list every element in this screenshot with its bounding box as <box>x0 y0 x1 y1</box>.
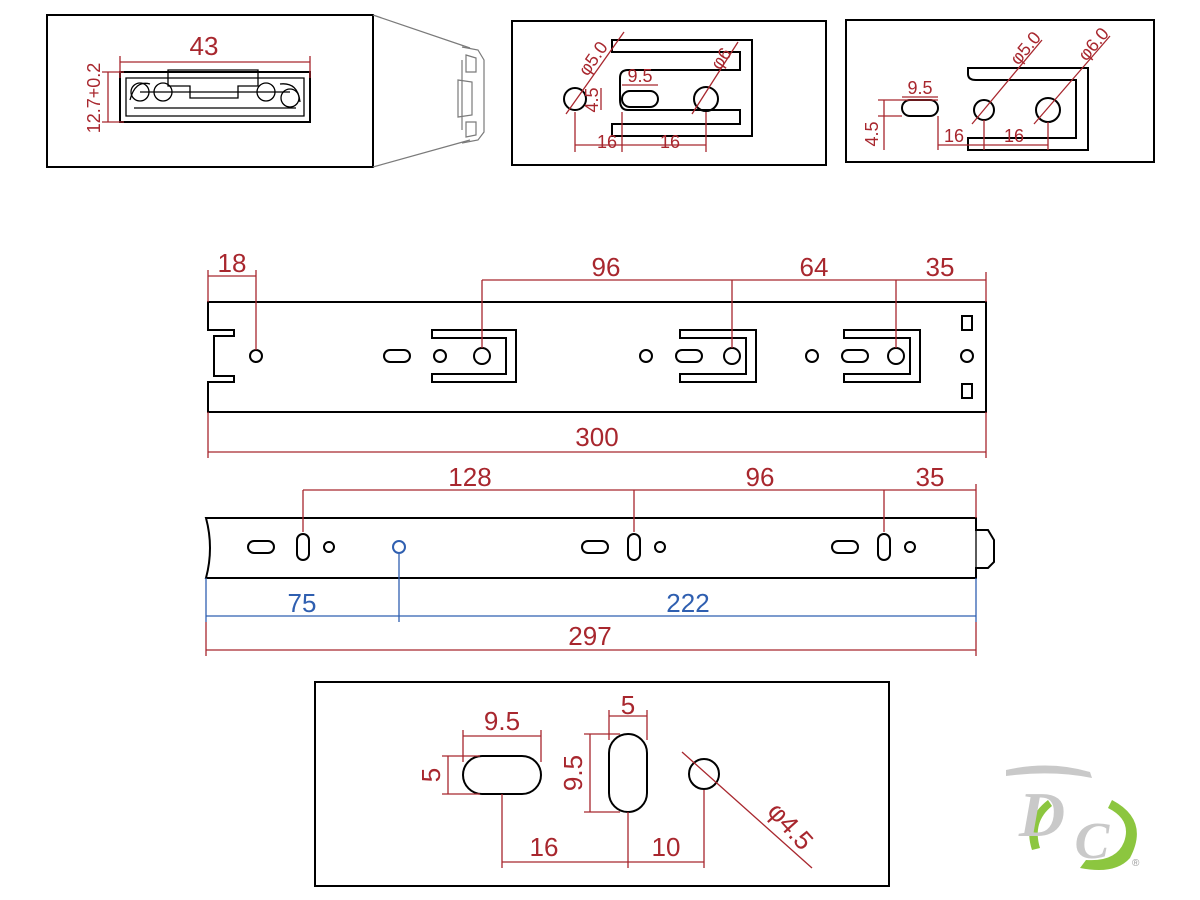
slot-b-width-label: 9.5 <box>907 78 932 98</box>
slot-a-gap2-label: 16 <box>660 132 680 152</box>
logo-text: D <box>1018 779 1065 850</box>
slot-detail-b: 9.5 4.5 16 16 φ5.0 φ6.0 <box>845 19 1155 163</box>
drawer-d3-label: 35 <box>916 462 945 492</box>
hole-detail-frame <box>314 681 890 887</box>
hole-gap1-label: 16 <box>530 832 559 862</box>
dc-logo: D C ® <box>1006 765 1140 871</box>
cabinet-length-label: 300 <box>575 422 618 452</box>
cabinet-d1-label: 18 <box>218 248 247 278</box>
hole-slot-h-label: 5 <box>416 768 446 782</box>
hole-detail: 9.5 5 5 9.5 16 10 φ4.5 <box>314 681 890 887</box>
slot-detail-a: 16 16 9.5 4.5 φ5.0 φ6 <box>511 20 827 166</box>
round-hole <box>688 758 720 790</box>
slot-b-gap2-label: 16 <box>1004 126 1024 146</box>
cabinet-d3-label: 64 <box>800 252 829 282</box>
hole-slot-w-label: 9.5 <box>484 706 520 736</box>
slot-b-height-label: 4.5 <box>862 121 882 146</box>
oblong-slot <box>621 90 659 108</box>
slot-detail-a-frame <box>511 20 827 166</box>
drawer-rail: 128 96 35 75 222 297 <box>204 462 995 656</box>
slot-a-gap1-label: 16 <box>597 132 617 152</box>
profile-width-label: 43 <box>190 31 219 61</box>
drawer-d1-label: 128 <box>448 462 491 492</box>
logo-registered-mark: ® <box>1132 858 1140 869</box>
drawer-rail-outline <box>204 517 995 579</box>
hole-gap2-label: 10 <box>652 832 681 862</box>
profile-cross-section <box>119 69 311 123</box>
svg-text:C: C <box>1075 813 1111 870</box>
hole-6mm <box>693 86 719 112</box>
cabinet-d2-label: 96 <box>592 252 621 282</box>
profile-detail: 43 12.7+0.2 <box>46 14 485 168</box>
slot-a-width-label: 9.5 <box>627 66 652 86</box>
profile-side-view <box>457 46 485 144</box>
drawer-length-label: 297 <box>568 621 611 651</box>
hole-vslot-h-label: 9.5 <box>558 755 588 791</box>
cabinet-rail: 18 96 64 35 300 <box>207 248 987 458</box>
hole-5mm <box>563 87 587 111</box>
cabinet-rail-outline <box>207 301 987 413</box>
slot-b-gap1-label: 16 <box>944 126 964 146</box>
slot-a-height-label: 4.5 <box>582 87 602 112</box>
drawer-rest-label: 222 <box>666 588 709 618</box>
drawer-d2-label: 96 <box>746 462 775 492</box>
profile-height-label: 12.7+0.2 <box>84 63 104 134</box>
profile-detail-frame <box>46 14 374 168</box>
drawer-front-label: 75 <box>288 588 317 618</box>
hole-vslot-w-label: 5 <box>621 690 635 720</box>
cabinet-d4-label: 35 <box>926 252 955 282</box>
